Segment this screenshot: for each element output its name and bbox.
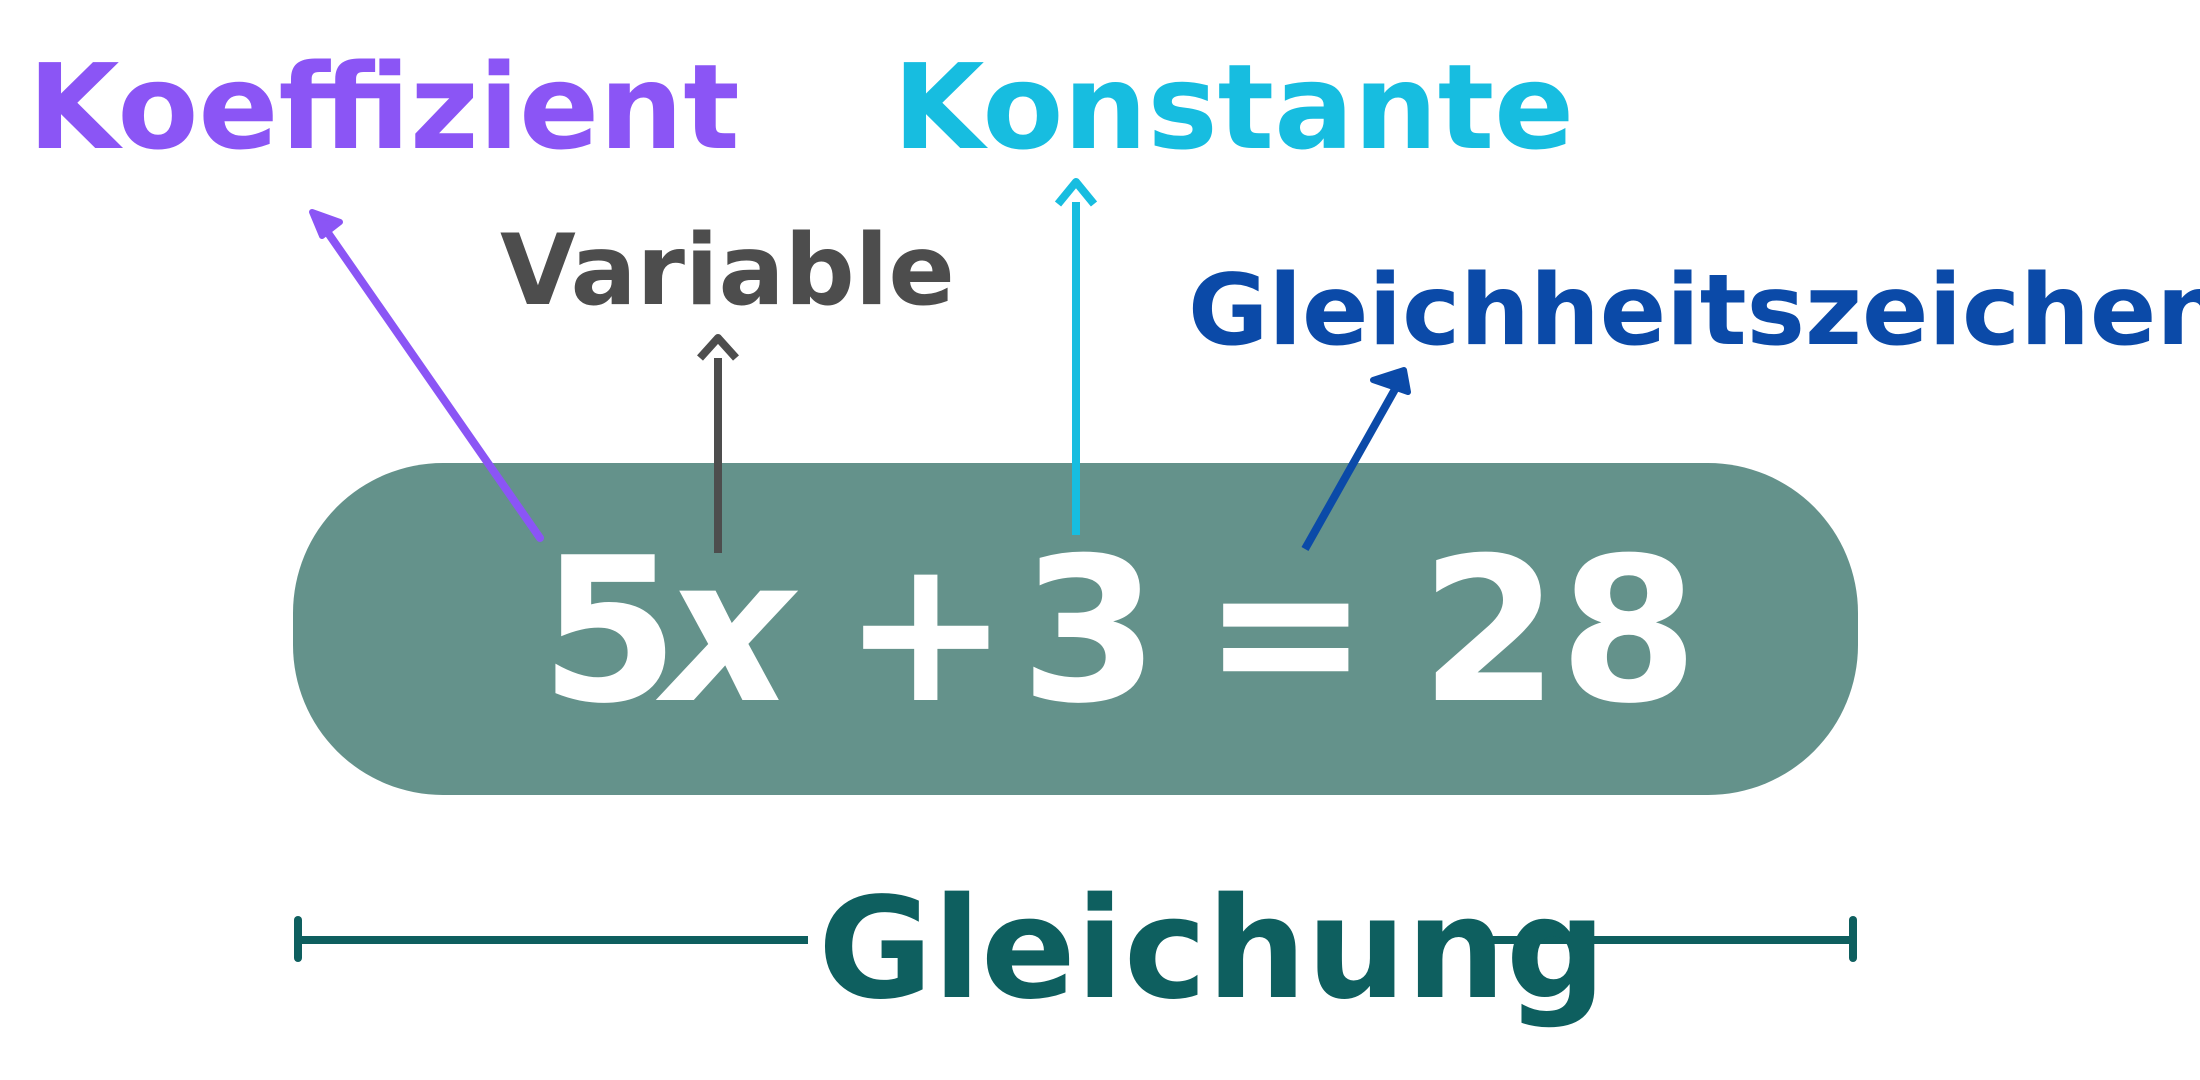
coefficient-arrow <box>309 209 544 542</box>
constant-arrow <box>1054 178 1098 535</box>
equation-variable: x <box>664 515 794 748</box>
equation-equals: = <box>1202 515 1370 748</box>
equation-coefficient: 5 <box>540 515 680 748</box>
equals-sign-arrow <box>1301 367 1411 551</box>
variable-arrow <box>697 334 739 553</box>
equation-range-bar <box>294 916 1857 962</box>
equation-plus: + <box>842 515 1010 748</box>
coefficient-label: Koeffizient <box>28 38 740 176</box>
equals-sign-label: Gleichheitszeichen <box>1188 254 2200 368</box>
equation-title: Gleichung <box>818 868 1607 1031</box>
variable-label: Variable <box>500 214 955 328</box>
equation-result: 28 <box>1420 515 1699 748</box>
equation-constant: 3 <box>1020 515 1160 748</box>
constant-label: Konstante <box>893 38 1575 176</box>
